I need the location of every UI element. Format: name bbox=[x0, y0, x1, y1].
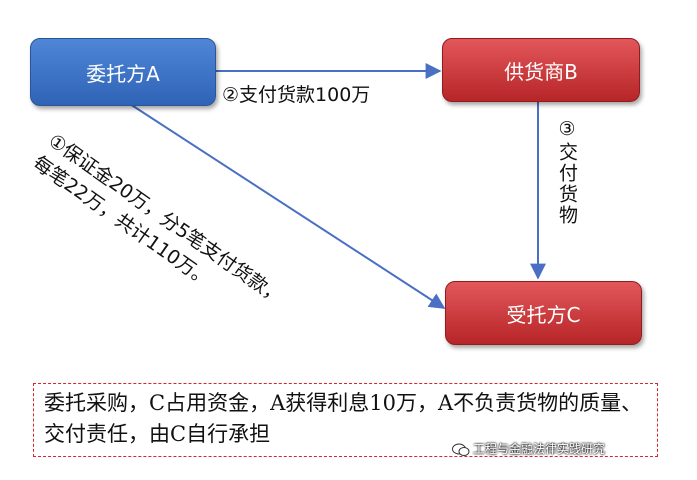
edge-label-b-to-c: ③交付货物 bbox=[556, 118, 578, 226]
arrow-a-to-c bbox=[129, 103, 446, 309]
node-client-a-label: 委托方A bbox=[86, 61, 160, 86]
node-supplier-b: 供货商B bbox=[442, 38, 640, 102]
node-supplier-b-label: 供货商B bbox=[504, 59, 578, 84]
watermark: 工程与金融法律实践研究 bbox=[452, 440, 605, 457]
edge-label-a-to-b: ②支付货款100万 bbox=[222, 84, 371, 106]
summary-text: 委托采购，C占用资金，A获得利息10万，A不负责货物的质量、交付责任，由C自行承… bbox=[44, 391, 643, 446]
node-client-a: 委托方A bbox=[30, 38, 216, 106]
wechat-icon bbox=[452, 443, 470, 456]
watermark-text: 工程与金融法律实践研究 bbox=[473, 442, 606, 456]
summary-box: 委托采购，C占用资金，A获得利息10万，A不负责货物的质量、交付责任，由C自行承… bbox=[33, 383, 658, 457]
node-trustee-c: 受托方C bbox=[445, 281, 642, 345]
node-trustee-c-label: 受托方C bbox=[506, 302, 581, 327]
